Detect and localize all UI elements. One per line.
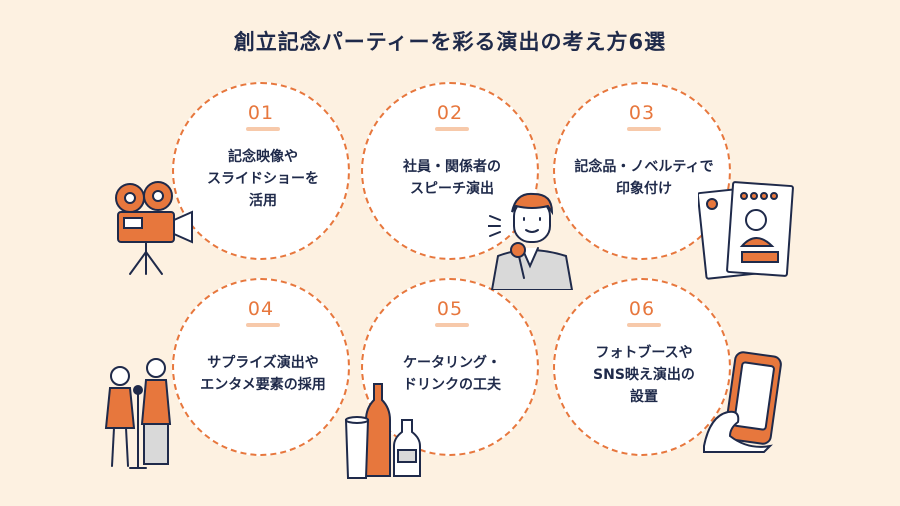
performers-icon: [96, 354, 196, 472]
smartphone-in-hand-icon: [700, 350, 790, 454]
label-line: 記念映像や: [228, 149, 298, 165]
label-line: 記念品・ノベルティで: [574, 159, 714, 175]
label-line: スピーチ演出: [410, 181, 494, 197]
card-number: 01: [247, 102, 275, 124]
number-underline: [246, 127, 280, 131]
card-number: 04: [247, 298, 275, 320]
card-label: フォトブースや SNS映え演出の 設置: [569, 342, 719, 408]
card-05: 05 ケータリング・ ドリンクの工夫: [361, 278, 539, 456]
label-line: フォトブースや: [595, 345, 693, 361]
number-underline: [246, 323, 280, 327]
card-label: サプライズ演出や エンタメ要素の採用: [180, 352, 346, 396]
number-underline: [627, 127, 661, 131]
label-line: サプライズ演出や: [207, 355, 319, 371]
novelty-cards-icon: [698, 180, 798, 284]
card-label: 記念品・ノベルティで 印象付け: [561, 156, 727, 200]
label-line: エンタメ要素の採用: [200, 377, 326, 393]
label-line: 設置: [630, 389, 658, 405]
card-number: 05: [436, 298, 464, 320]
card-number: 06: [628, 298, 656, 320]
label-line: SNS映え演出の: [593, 367, 695, 383]
card-label: 記念映像や スライドショーを 活用: [188, 146, 338, 212]
number-underline: [627, 323, 661, 327]
card-06: 06 フォトブースや SNS映え演出の 設置: [553, 278, 731, 456]
label-line: 印象付け: [616, 181, 672, 197]
speaker-with-microphone-icon: [488, 186, 574, 290]
card-04: 04 サプライズ演出や エンタメ要素の採用: [172, 278, 350, 456]
card-02: 02 社員・関係者の スピーチ演出: [361, 82, 539, 260]
label-line: ケータリング・: [403, 355, 501, 371]
card-number: 03: [628, 102, 656, 124]
page-title: 創立記念パーティーを彩る演出の考え方6選: [233, 30, 667, 54]
label-line: 社員・関係者の: [403, 159, 501, 175]
video-camera-icon: [106, 178, 202, 278]
number-underline: [435, 127, 469, 131]
number-underline: [435, 323, 469, 327]
card-label: 社員・関係者の スピーチ演出: [377, 156, 527, 200]
card-01: 01 記念映像や スライドショーを 活用: [172, 82, 350, 260]
drink-bottles-icon: [342, 380, 432, 480]
label-line: ドリンクの工夫: [403, 377, 501, 393]
label-line: 活用: [249, 193, 277, 209]
card-label: ケータリング・ ドリンクの工夫: [377, 352, 527, 396]
card-number: 02: [436, 102, 464, 124]
label-line: スライドショーを: [207, 171, 319, 187]
